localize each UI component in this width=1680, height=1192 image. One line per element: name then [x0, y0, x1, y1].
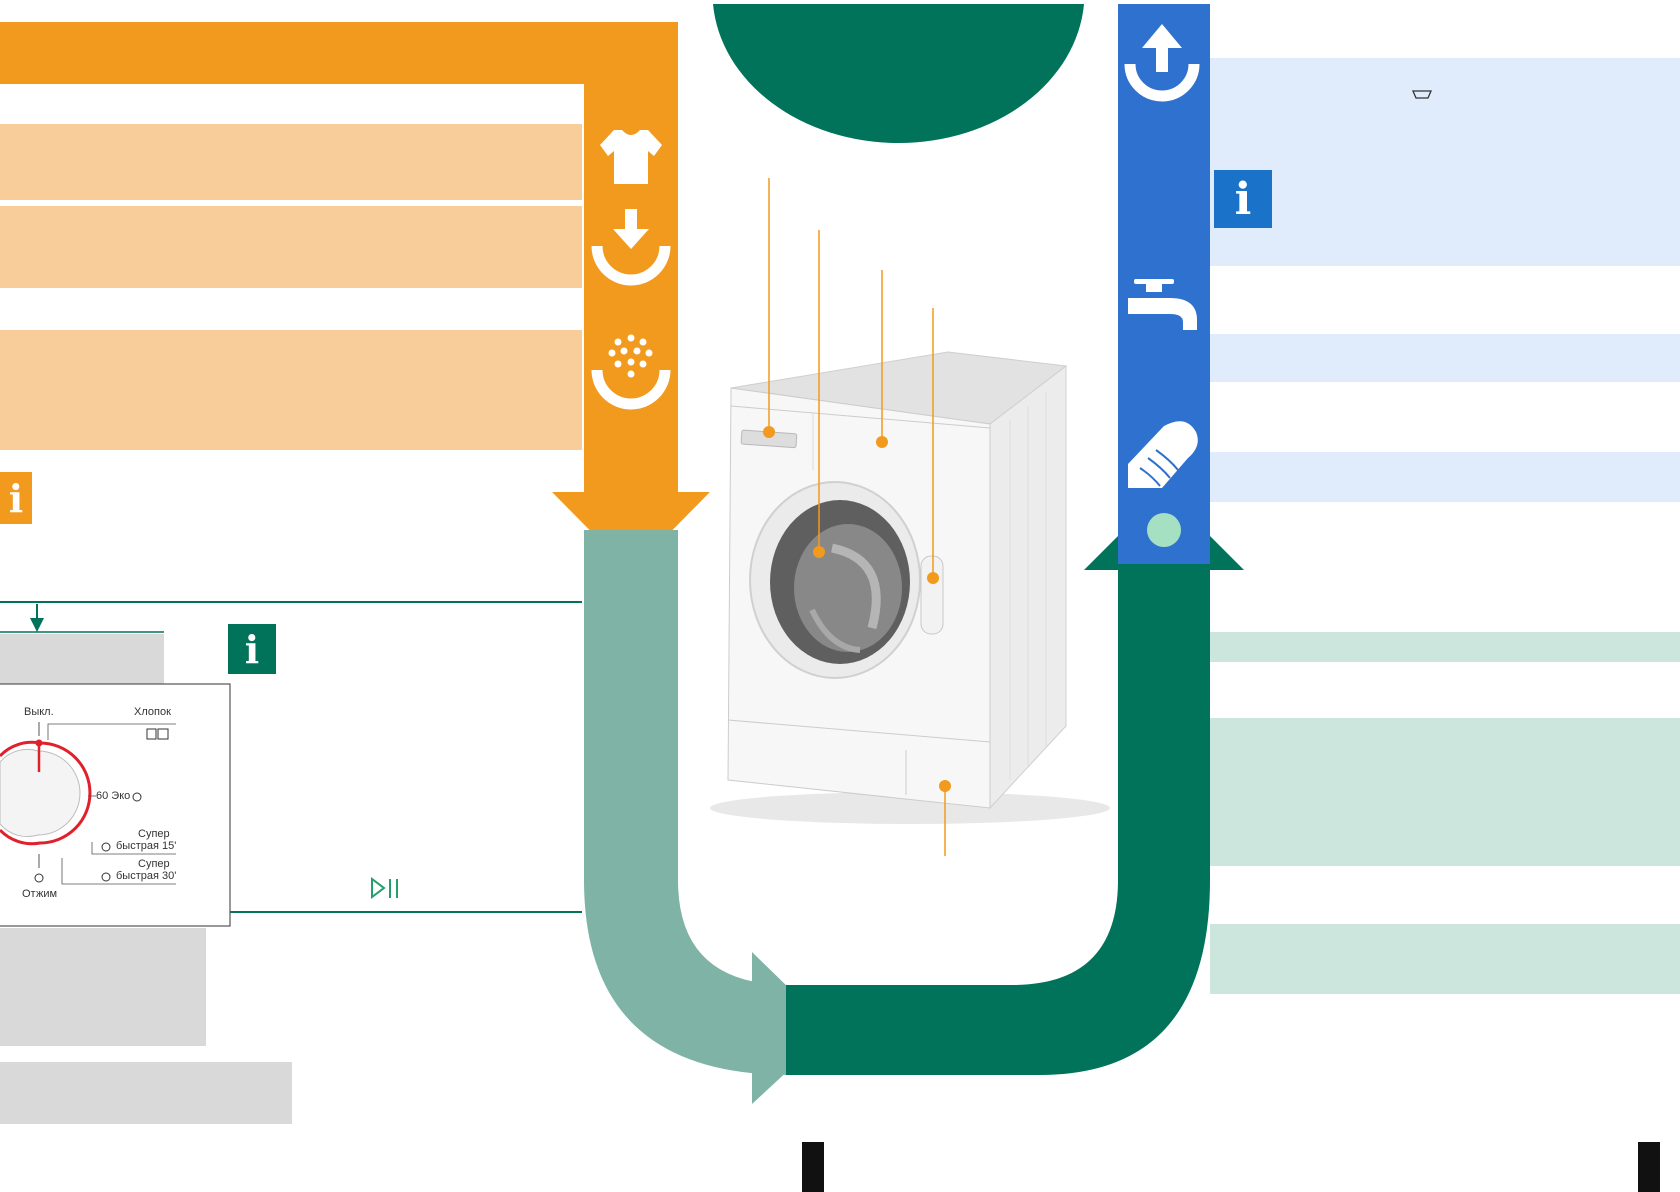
- green-info-badge: [228, 624, 276, 674]
- page-marker-left: [802, 1142, 824, 1192]
- eco-symbol: [132, 792, 142, 802]
- top-green-semicircle: [713, 4, 1084, 144]
- callout-dot-service-flap: [939, 780, 951, 792]
- label-eco: 60 Эко: [96, 790, 131, 802]
- orange-top-band: [0, 22, 678, 84]
- shirt-icon: [600, 130, 662, 184]
- dial-indicator-dot: [35, 739, 43, 747]
- cotton-symbol: [146, 728, 169, 740]
- label-super-30: Супер: [138, 858, 170, 870]
- label-spin: Отжим: [22, 888, 58, 900]
- orange-info-block-2: [0, 206, 582, 288]
- quick15-symbol: [101, 842, 111, 852]
- orange-info-badge: [0, 472, 32, 524]
- water-tap-icon: [1128, 279, 1197, 330]
- grey-caption-block-3: [0, 1062, 292, 1124]
- callout-dot-detergent-drawer: [763, 426, 775, 438]
- grey-caption-block-1: [0, 634, 164, 684]
- label-quick-15: быстрая 15': [116, 840, 177, 852]
- label-quick-30: быстрая 30': [116, 870, 177, 882]
- quick30-symbol: [101, 872, 111, 882]
- callout-dot-drum: [813, 546, 825, 558]
- orange-info-icon: i: [8, 475, 24, 521]
- blue-info-block-2: [1210, 334, 1680, 382]
- blue-info-block-3: [1210, 452, 1680, 502]
- blue-info-icon: i: [1234, 173, 1252, 225]
- teal-dark-curve-arrow: [786, 565, 1210, 1075]
- dial-knob: [0, 748, 81, 838]
- load-icon: [591, 209, 671, 286]
- laundry-basin-symbol: [1412, 90, 1432, 99]
- spin-symbol: [34, 873, 44, 883]
- green-info-icon: i: [244, 626, 260, 672]
- cleaning-icon: [1128, 421, 1198, 488]
- orange-info-block-3: [0, 330, 582, 450]
- green-info-block-2: [1210, 718, 1680, 866]
- leader-cotton: [47, 723, 176, 740]
- page-marker-right: [1638, 1142, 1660, 1192]
- leader-super15: [91, 842, 176, 855]
- pointer-arrowhead: [30, 618, 44, 632]
- label-super-15: Супер: [138, 828, 170, 840]
- unload-icon: [1124, 24, 1200, 102]
- orange-info-block-1: [0, 124, 582, 200]
- label-off: Выкл.: [24, 706, 54, 718]
- green-info-block-1: [1210, 632, 1680, 662]
- dial-ring: [0, 740, 92, 846]
- green-info-block-3: [1210, 924, 1680, 994]
- blue-info-block-1: [1210, 58, 1680, 266]
- status-dot: [1147, 513, 1181, 547]
- machine-callouts: [763, 178, 951, 856]
- start-pause-icon: [371, 877, 398, 899]
- washing-machine: [710, 351, 1110, 824]
- callout-dot-control-panel: [876, 436, 888, 448]
- detergent-icon: [591, 334, 671, 410]
- teal-light-curve-arrow: [584, 530, 790, 1075]
- callout-dot-door-handle: [927, 572, 939, 584]
- label-cotton: Хлопок: [134, 706, 171, 718]
- blue-info-badge: [1214, 170, 1272, 228]
- grey-caption-block-2: [0, 928, 206, 1046]
- leader-super30: [61, 858, 176, 885]
